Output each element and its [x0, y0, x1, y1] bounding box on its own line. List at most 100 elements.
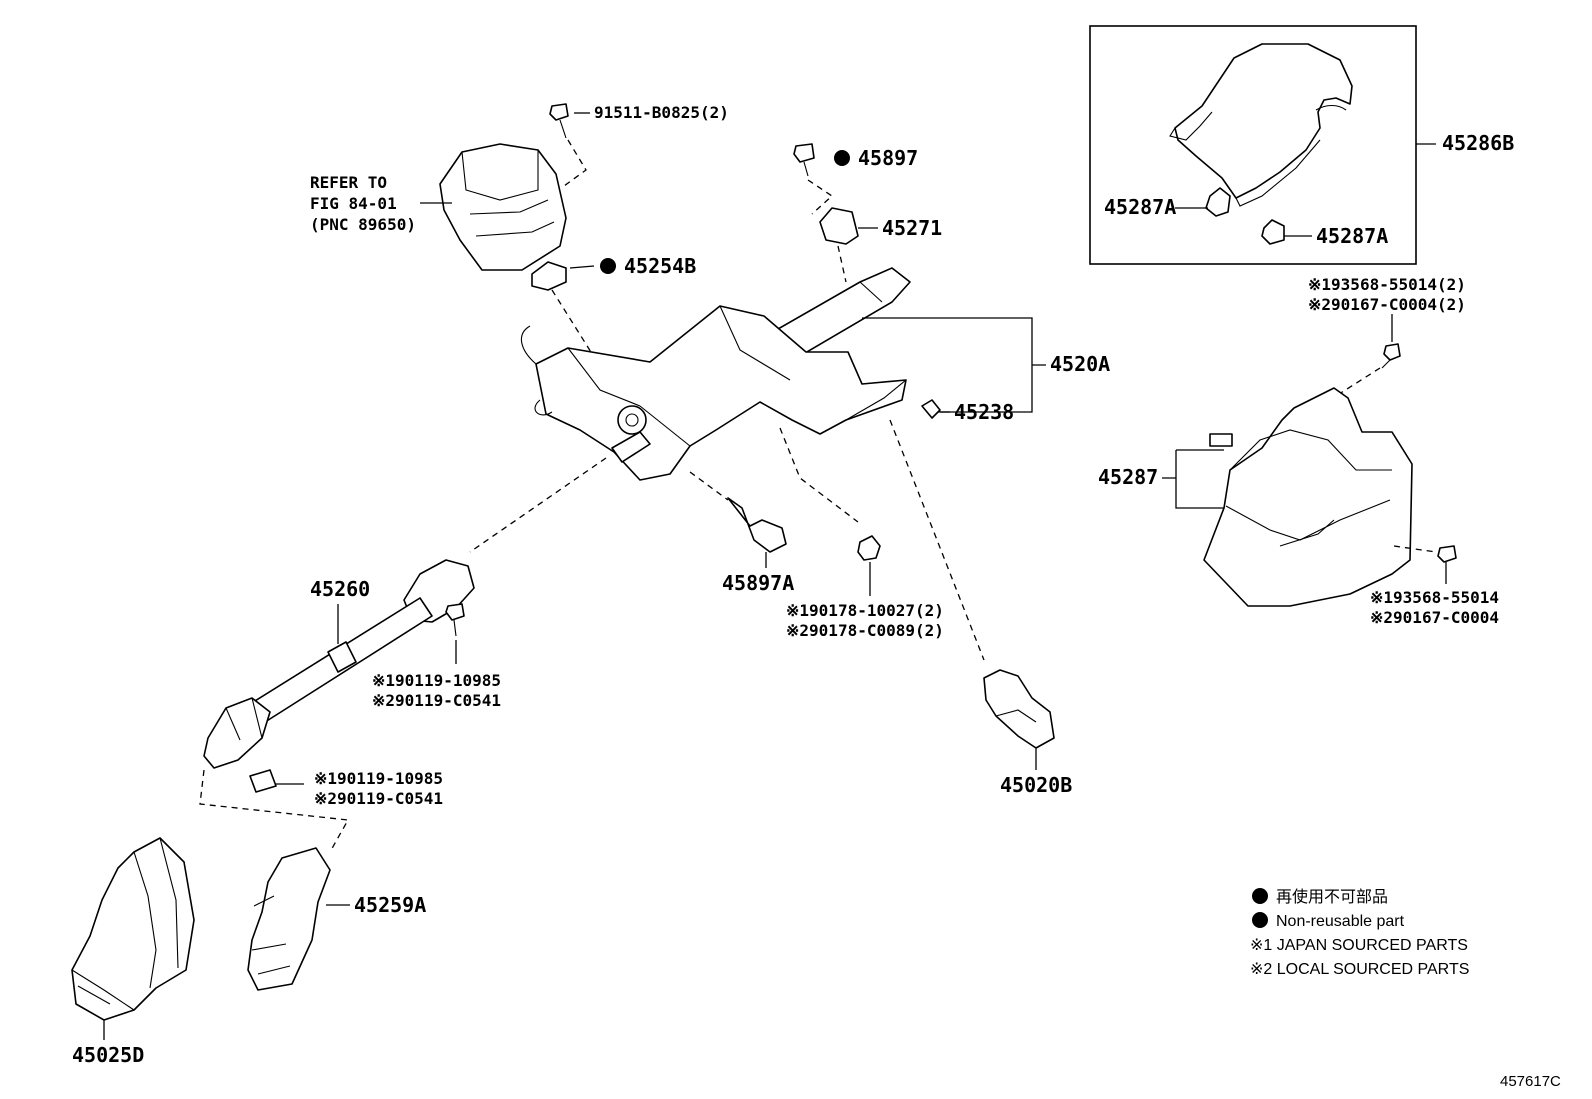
cover-clip-shape-1	[1205, 187, 1231, 217]
label-90119-upper-1: ※190119-10985	[372, 671, 501, 690]
motor-unit-shape	[439, 143, 567, 271]
upper-cover-notch	[1315, 104, 1347, 111]
screw-top-shape	[1383, 343, 1401, 361]
bolt-90119-upper-shank	[453, 619, 457, 637]
boot-45025D-folds	[133, 837, 179, 989]
refer-line-2: FIG 84-01	[310, 194, 397, 213]
dash-45260	[469, 457, 607, 553]
leader-4520A	[862, 317, 1046, 413]
motor-ribs	[469, 199, 555, 237]
upper-cover-box	[1089, 25, 1417, 265]
label-90119-lower-1: ※190119-10985	[314, 769, 443, 788]
upper-cover-clip-edge	[1169, 111, 1213, 141]
lower-cover-tab	[1209, 433, 1233, 447]
screw-bottom-shape	[1437, 545, 1457, 563]
label-45020B: 45020B	[1000, 773, 1072, 797]
boot-cover-ribs	[251, 895, 291, 975]
label-90119-upper-2: ※290119-C0541	[372, 691, 501, 710]
clamp-45271-shape	[819, 207, 859, 245]
legend: 再使用不可部品 Non-reusable part ※1 JAPAN SOURC…	[1250, 888, 1469, 978]
legend-japan-sourced: ※1 JAPAN SOURCED PARTS	[1250, 937, 1468, 954]
column-tube-ring	[859, 281, 883, 303]
label-45025D: 45025D	[72, 1043, 144, 1067]
boot-45025D-bellows	[71, 969, 135, 1011]
legend-mark-en	[1252, 912, 1268, 928]
upper-cover-group	[1089, 25, 1436, 265]
bracket-45020B-edge	[995, 709, 1037, 723]
boot-cover-45259A-shape	[247, 847, 331, 991]
column-bracket-shape	[535, 305, 907, 481]
column-lower-shaft-stub	[611, 431, 651, 463]
dash-45897A	[689, 471, 729, 501]
refer-line-3: (PNC 89650)	[310, 215, 416, 234]
dash-91511	[563, 139, 587, 187]
label-90167-bot: ※290167-C0004	[1370, 608, 1499, 627]
non-reusable-mark-45897	[834, 150, 850, 166]
non-reusable-mark-45254B	[600, 258, 616, 274]
screw-top-shank	[1381, 359, 1391, 369]
refer-line-1: REFER TO	[310, 173, 387, 192]
clip-45238-shape	[921, 399, 941, 419]
boot-45025D-shape	[71, 837, 195, 1021]
cover-clip-shape-2	[1261, 219, 1285, 245]
bolt-91511-shank	[559, 119, 567, 139]
label-45286B: 45286B	[1442, 131, 1514, 155]
coupling-45254B-shape	[531, 261, 567, 291]
legend-local-sourced: ※2 LOCAL SOURCED PARTS	[1250, 961, 1469, 978]
bolt-45897A-shape	[727, 497, 787, 553]
upper-cover-bottom-edge	[1235, 139, 1321, 207]
label-91511: 91511-B0825(2)	[594, 103, 729, 122]
lower-cover-rib	[1279, 519, 1335, 547]
lower-cover-inner-edge	[1229, 429, 1392, 471]
legend-mark-jp	[1252, 888, 1268, 904]
lower-column-cover-shape	[1203, 387, 1413, 607]
dash-45271	[837, 245, 847, 283]
dash-screw-top	[1335, 367, 1381, 397]
label-45287A-2: 45287A	[1316, 224, 1388, 248]
label-45260: 45260	[310, 577, 370, 601]
label-90119-lower-2: ※290119-C0541	[314, 789, 443, 808]
label-93568-bot: ※193568-55014	[1370, 588, 1499, 607]
dash-45897	[807, 179, 834, 215]
dash-screw-bottom	[1393, 545, 1437, 553]
dash-45254B	[551, 289, 607, 377]
column-pivot-hole	[625, 413, 639, 427]
leader-45287	[1162, 449, 1224, 509]
bolt-90119-upper-shape	[445, 603, 465, 621]
lower-joint-yoke	[225, 697, 263, 741]
label-45254B: 45254B	[624, 254, 696, 278]
label-93568-top: ※193568-55014(2)	[1308, 275, 1466, 294]
label-4520A: 4520A	[1050, 352, 1110, 376]
legend-non-reusable-jp: 再使用不可部品	[1276, 888, 1388, 906]
label-45897A: 45897A	[722, 571, 794, 595]
dash-boot-connection	[199, 769, 350, 853]
nut-90178-shape	[857, 535, 881, 561]
leader-45254B	[569, 265, 595, 269]
column-bracket-edges	[567, 305, 791, 447]
tilt-lever	[845, 379, 907, 421]
label-45238: 45238	[954, 400, 1014, 424]
figure-id: 457617C	[1500, 1073, 1561, 1090]
motor-group: 91511-B0825(2)	[420, 103, 729, 271]
label-45287A-1: 45287A	[1104, 195, 1176, 219]
label-90167-top: ※290167-C0004(2)	[1308, 295, 1466, 314]
label-45271: 45271	[882, 216, 942, 240]
bracket-45020B-shape	[983, 669, 1055, 749]
label-45287: 45287	[1098, 465, 1158, 489]
bolt-45897-shank	[803, 161, 809, 177]
bolt-91511-shape	[549, 103, 569, 121]
intermediate-shaft-sleeve	[327, 641, 357, 673]
label-90178-2: ※290178-C0089(2)	[786, 621, 944, 640]
column-wire-harness	[520, 325, 553, 416]
bolt-90119-lower-shape	[249, 769, 277, 793]
column-pivot	[617, 405, 647, 435]
dash-90178	[779, 427, 859, 523]
label-45897: 45897	[858, 146, 918, 170]
lower-cover-group: ※193568-55014(2) ※290167-C0004(2) ※19356…	[1162, 275, 1499, 627]
steering-column-assembly	[520, 267, 1046, 481]
bolt-45897-shape	[793, 143, 815, 163]
label-45259A: 45259A	[354, 893, 426, 917]
label-90178-1: ※190178-10027(2)	[786, 601, 944, 620]
motor-top-face	[461, 150, 539, 201]
